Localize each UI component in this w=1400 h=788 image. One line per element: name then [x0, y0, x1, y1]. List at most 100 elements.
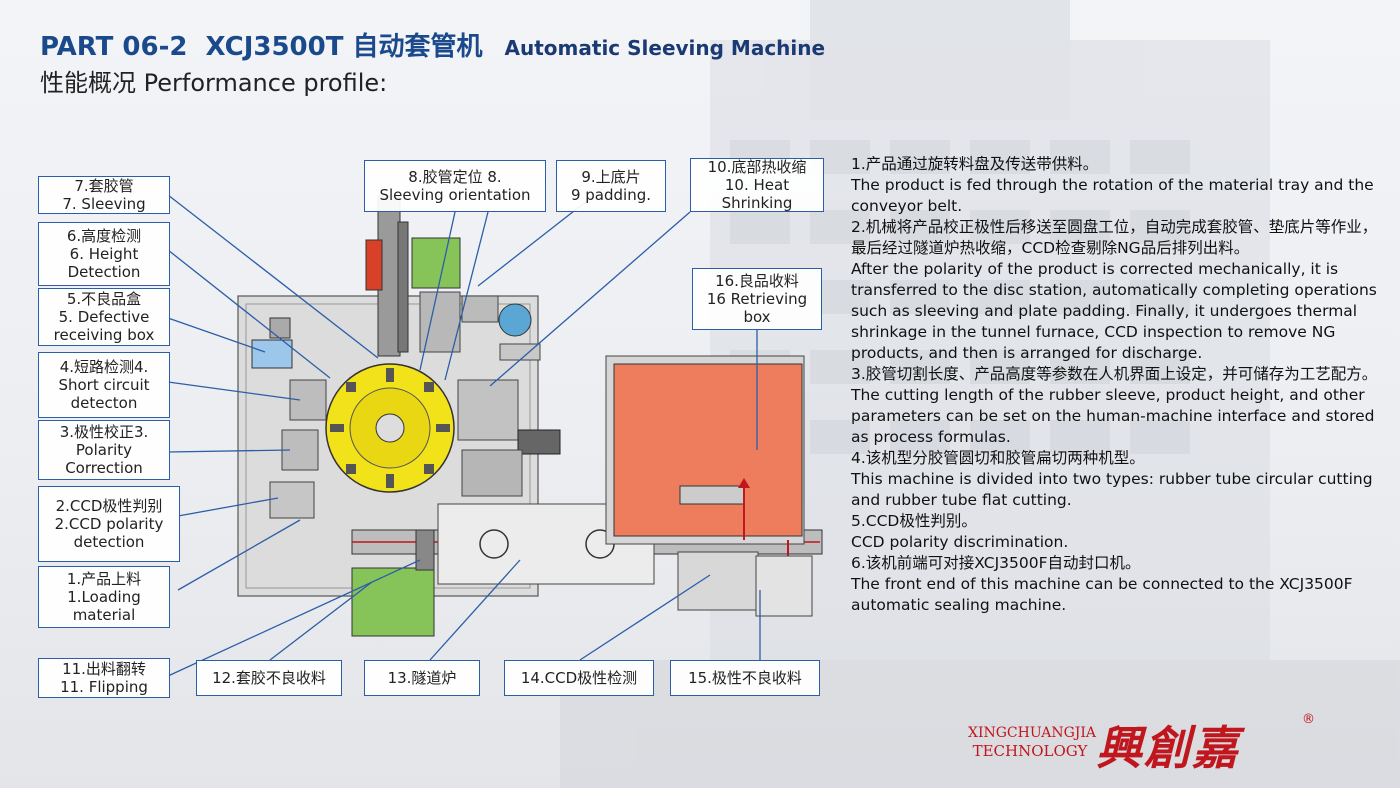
- green-module-top: [411, 237, 461, 289]
- callout-line: receiving box: [53, 326, 155, 344]
- padding-reel: [498, 303, 532, 337]
- performance-heading: 性能概况 Performance profile:: [40, 69, 388, 97]
- performance-description: 1.产品通过旋转料盘及传送带供料。 The product is fed thr…: [851, 154, 1381, 616]
- logo-en-line1: XINGCHUANGJIA: [968, 725, 1097, 741]
- drive-motor: [517, 429, 561, 455]
- callout-sleeving: 7.套胶管 7. Sleeving: [38, 176, 170, 214]
- callout-ccd-inspection: 14.CCD极性检测: [504, 660, 654, 696]
- desc-line: 6.该机前端可对接XCJ3500F自动封口机。: [851, 554, 1141, 572]
- callout-line: 16.良品收料: [715, 272, 799, 290]
- desc-line: The front end of this machine can be con…: [851, 575, 1353, 614]
- desc-line: After the polarity of the product is cor…: [851, 260, 1377, 362]
- callout-line: 11.出料翻转: [62, 660, 146, 678]
- desc-line: 2.机械将产品校正极性后移送至圆盘工位，自动完成套胶管、垫底片等作业，最后经过隧…: [851, 218, 1378, 257]
- height-sensor: [269, 317, 291, 339]
- turntable-stations: [330, 368, 450, 488]
- callout-defective-box: 5.不良品盒 5. Defective receiving box: [38, 288, 170, 346]
- callout-line: 16 Retrieving: [706, 290, 808, 308]
- desc-line: CCD polarity discrimination.: [851, 533, 1069, 551]
- registered-mark: ®: [1302, 712, 1315, 727]
- arrow-up-head: [738, 478, 750, 488]
- leader-lines: [167, 185, 761, 677]
- callout-line: 9 padding.: [570, 186, 652, 204]
- callout-line: detecton: [70, 394, 138, 412]
- callout-retrieving-box: 16.良品收料 16 Retrieving box: [692, 268, 822, 330]
- callout-line: 7. Sleeving: [62, 195, 146, 213]
- page-title: PART 06-2: [40, 32, 188, 62]
- defective-box-module: [251, 339, 293, 369]
- callout-line: 2.CCD极性判别: [55, 497, 163, 515]
- callout-ccd-polarity: 2.CCD极性判别 2.CCD polarity detection: [38, 486, 180, 562]
- logo-chinese: 興創嘉: [1096, 721, 1240, 775]
- callout-line: 6. Height: [69, 245, 139, 263]
- callout-polarity-correction: 3.极性校正3. Polarity Correction: [38, 420, 170, 480]
- callout-line: 4.短路检测4.: [59, 358, 149, 376]
- sleeve-rail: [397, 221, 409, 353]
- desc-line: 5.CCD极性判别。: [851, 512, 977, 530]
- callout-sleeve-reject: 12.套胶不良收料: [196, 660, 342, 696]
- flipping-unit: [415, 529, 435, 571]
- callout-line: 12.套胶不良收料: [212, 669, 326, 687]
- callout-line: 15.极性不良收料: [688, 669, 802, 687]
- callout-line: Correction: [65, 459, 143, 477]
- callout-line: 3.极性校正3.: [59, 423, 149, 441]
- callout-padding: 9.上底片 9 padding.: [556, 160, 666, 212]
- callout-polarity-reject: 15.极性不良收料: [670, 660, 820, 696]
- desc-line: 3.胶管切割长度、产品高度等参数在人机界面上设定，并可储存为工艺配方。: [851, 365, 1378, 383]
- good-product-box: [613, 363, 803, 537]
- callout-tunnel-furnace: 13.隧道炉: [364, 660, 480, 696]
- logo-en-line2: TECHNOLOGY: [972, 742, 1088, 760]
- transfer-module: [461, 449, 523, 497]
- callout-line: 13.隧道炉: [387, 669, 457, 687]
- heat-shrink-module: [457, 379, 519, 441]
- logo-english: XINGCHUANGJIA TECHNOLOGY: [968, 724, 1097, 760]
- callout-line: material: [72, 606, 136, 624]
- title-line: PART 06-2 XCJ3500T 自动套管机 Automatic Sleev…: [40, 26, 825, 63]
- callout-line: Short circuit: [58, 376, 150, 394]
- model-title: XCJ3500T 自动套管机: [205, 32, 483, 62]
- ccd-inspection-unit: [677, 551, 759, 611]
- furnace-port-left: [479, 529, 509, 559]
- callout-line: 11. Flipping: [60, 678, 148, 696]
- callout-heat-shrinking: 10.底部热收缩 10. Heat Shrinking: [690, 158, 824, 212]
- callout-line: 6.高度检测: [66, 227, 142, 245]
- callout-sleeving-orientation: 8.胶管定位 8. Sleeving orientation: [364, 160, 546, 212]
- callout-line: 7.套胶管: [74, 177, 134, 195]
- turntable-hub: [375, 413, 405, 443]
- callout-line: 5.不良品盒: [66, 290, 142, 308]
- retrieving-arm: [679, 485, 745, 505]
- red-motor: [365, 239, 383, 291]
- callout-flipping: 11.出料翻转 11. Flipping: [38, 658, 170, 698]
- desc-line: 1.产品通过旋转料盘及传送带供料。: [851, 155, 1099, 173]
- polarity-reject-bin: [755, 555, 813, 617]
- callout-short-circuit: 4.短路检测4. Short circuit detecton: [38, 352, 170, 418]
- desc-line: The product is fed through the rotation …: [851, 176, 1374, 215]
- callout-loading-material: 1.产品上料 1.Loading material: [38, 566, 170, 628]
- callout-line: 1.产品上料: [66, 570, 142, 588]
- reel-bracket: [499, 343, 541, 361]
- callout-line: 1.Loading: [67, 588, 141, 606]
- callout-line: detection: [73, 533, 145, 551]
- header: PART 06-2 XCJ3500T 自动套管机 Automatic Sleev…: [40, 26, 825, 98]
- callout-line: 14.CCD极性检测: [520, 669, 638, 687]
- ccd-module: [269, 481, 315, 519]
- callout-line: Sleeving orientation: [379, 186, 531, 204]
- callout-line: box: [743, 308, 771, 326]
- callout-line: 5. Defective: [58, 308, 150, 326]
- callout-line: 2.CCD polarity: [54, 515, 164, 533]
- callout-line: 10.底部热收缩: [707, 158, 807, 176]
- callout-line: Shrinking: [721, 194, 793, 212]
- desc-line: The cutting length of the rubber sleeve,…: [851, 386, 1375, 446]
- callout-line: 8.胶管定位 8.: [408, 168, 502, 186]
- subtitle: Automatic Sleeving Machine: [504, 36, 826, 60]
- sleeve-reject-bin: [351, 567, 435, 637]
- callout-line: Detection: [67, 263, 141, 281]
- company-logo: XINGCHUANGJIA TECHNOLOGY 興創嘉 ®: [968, 712, 1368, 782]
- callout-height-detection: 6.高度检测 6. Height Detection: [38, 222, 170, 286]
- padding-feeder: [461, 295, 499, 323]
- callout-line: 9.上底片: [581, 168, 641, 186]
- callout-line: 10. Heat: [724, 176, 790, 194]
- desc-line: This machine is divided into two types: …: [851, 470, 1373, 509]
- callout-line: Polarity: [75, 441, 133, 459]
